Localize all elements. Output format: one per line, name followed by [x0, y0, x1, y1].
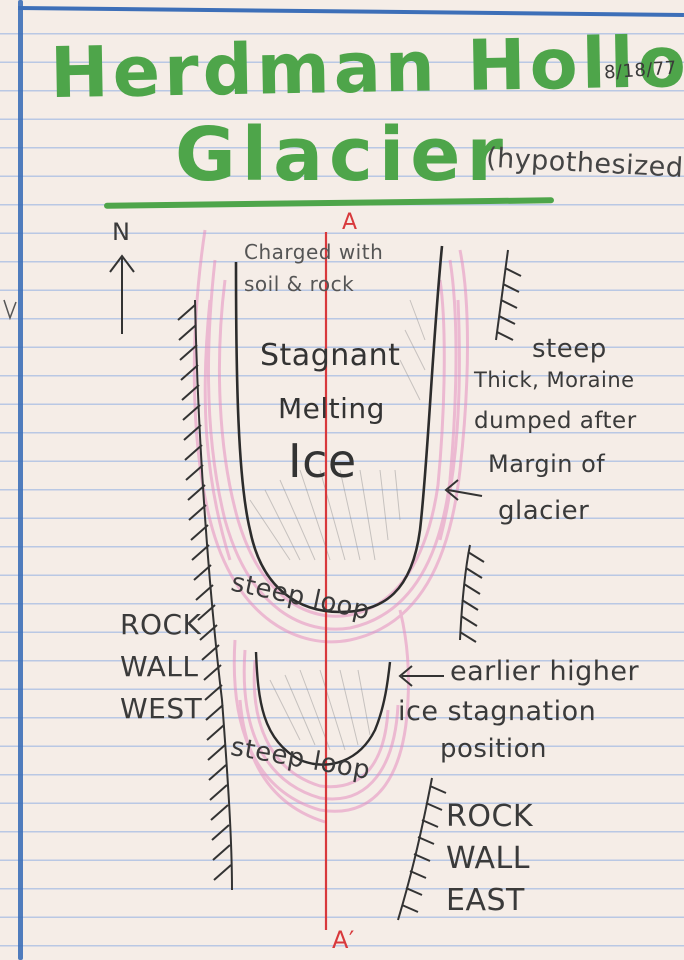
section-label-a: A [342, 210, 358, 235]
north-arrow [110, 256, 134, 334]
rock-wall-west-label: ROCK WALL WEST [120, 604, 230, 730]
dumped-after-label: dumped after [474, 408, 637, 434]
steep-label: steep [532, 334, 607, 364]
upper-glacier-margin [236, 246, 442, 612]
earlier-higher-label: earlier higher [450, 656, 639, 687]
ice-label: Ice [288, 434, 357, 488]
margin-of-label: Margin of [488, 450, 605, 478]
charged-label: Charged with soil & rock [244, 236, 394, 300]
margin-tick-mark [4, 300, 16, 318]
earlier-position-arrow [400, 666, 444, 686]
glacier-label: glacier [498, 496, 589, 526]
position-label: position [440, 734, 547, 764]
rock-wall-east-label: ROCK WALL EAST [446, 796, 566, 922]
thick-moraine-label: Thick, Moraine [474, 368, 635, 392]
melting-label: Melting [278, 392, 385, 425]
north-label: N [112, 218, 130, 246]
ice-stagnation-label: ice stagnation [398, 696, 596, 727]
section-label-a-prime: A′ [332, 926, 355, 954]
stagnant-label: Stagnant [260, 338, 400, 373]
